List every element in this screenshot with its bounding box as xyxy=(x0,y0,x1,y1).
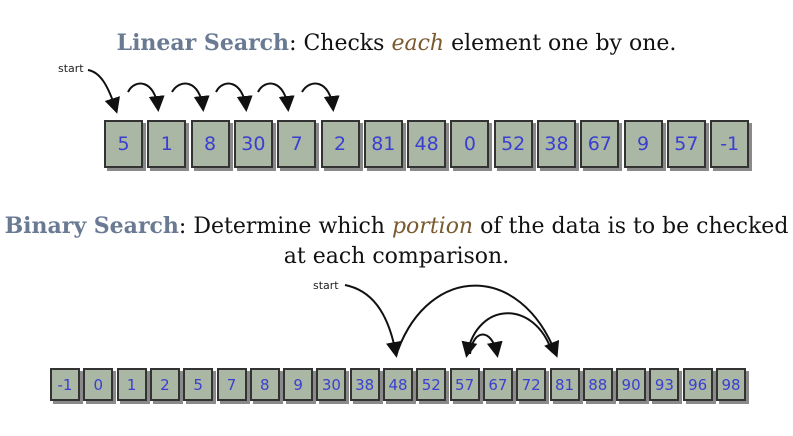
binary-array-cell: 90 xyxy=(616,368,647,401)
linear-step-arrow xyxy=(215,82,253,112)
linear-search-desc-1: : Checks xyxy=(289,31,392,56)
binary-array-cell: 98 xyxy=(716,368,746,401)
linear-array-cell: 52 xyxy=(493,120,533,168)
linear-array-cell: 7 xyxy=(277,120,317,168)
linear-array-cell: 8 xyxy=(190,120,230,168)
linear-array-cell: 48 xyxy=(407,120,447,168)
binary-search-desc-2: of the data is to be checked xyxy=(473,214,789,239)
binary-search-desc-1: : Determine which xyxy=(178,214,392,239)
binary-array-cell: 30 xyxy=(316,368,347,401)
linear-array-cell: 67 xyxy=(580,120,620,168)
linear-step-arrow xyxy=(257,82,295,112)
binary-array-cell: 5 xyxy=(183,368,214,401)
linear-array-cell: 38 xyxy=(537,120,576,168)
linear-array-cell: 1 xyxy=(147,120,187,168)
linear-step-arrow xyxy=(171,82,210,112)
linear-array-cell: 2 xyxy=(320,120,360,168)
binary-jump-arrow xyxy=(469,333,503,358)
binary-array-cell: 81 xyxy=(549,368,580,401)
linear-start-arrow xyxy=(87,69,120,114)
binary-array-cell: 52 xyxy=(416,368,447,401)
binary-array-cell: -1 xyxy=(50,368,80,401)
linear-start-label: start xyxy=(58,62,84,75)
binary-search-title: Binary Search: Determine which portion o… xyxy=(0,213,793,239)
linear-array-cell: 0 xyxy=(450,120,490,168)
binary-array-cell: 8 xyxy=(249,368,280,401)
linear-array-cell: -1 xyxy=(710,120,750,168)
binary-array-cell: 1 xyxy=(116,368,147,401)
binary-start-label: start xyxy=(313,279,339,292)
binary-array-cell: 96 xyxy=(682,368,713,401)
binary-jump-arrow xyxy=(397,284,560,358)
linear-search-title: Linear Search: Checks each element one b… xyxy=(0,30,793,56)
binary-array-cell: 67 xyxy=(482,368,513,401)
linear-array-cell: 9 xyxy=(623,120,663,168)
binary-search-title-line2: at each comparison. xyxy=(283,244,510,269)
binary-array-cell: 88 xyxy=(582,368,613,401)
binary-jump-arrow xyxy=(461,312,553,358)
binary-array-cell: 38 xyxy=(349,368,380,401)
binary-array-cell: 72 xyxy=(516,368,547,401)
linear-array-cell: 30 xyxy=(233,120,273,168)
linear-array-cell: 5 xyxy=(104,120,143,168)
binary-array-cell: 2 xyxy=(149,368,180,401)
linear-search-emphasis: each xyxy=(391,31,445,56)
linear-step-arrow xyxy=(301,82,340,112)
binary-start-arrow xyxy=(344,284,402,358)
linear-search-desc-2: element one by one. xyxy=(444,31,677,56)
linear-step-arrow xyxy=(127,82,165,112)
binary-search-emphasis: portion xyxy=(391,214,474,239)
binary-array-cell: 48 xyxy=(383,368,413,401)
linear-search-heading: Linear Search xyxy=(116,30,290,56)
binary-array-cell: 93 xyxy=(649,368,680,401)
linear-array-cell: 81 xyxy=(363,120,403,168)
binary-array-cell: 0 xyxy=(83,368,114,401)
binary-array-cell: 7 xyxy=(216,368,247,401)
binary-search-heading: Binary Search xyxy=(4,213,179,239)
linear-array-cell: 57 xyxy=(666,120,706,168)
binary-array-cell: 57 xyxy=(449,368,480,401)
binary-array-cell: 9 xyxy=(283,368,314,401)
